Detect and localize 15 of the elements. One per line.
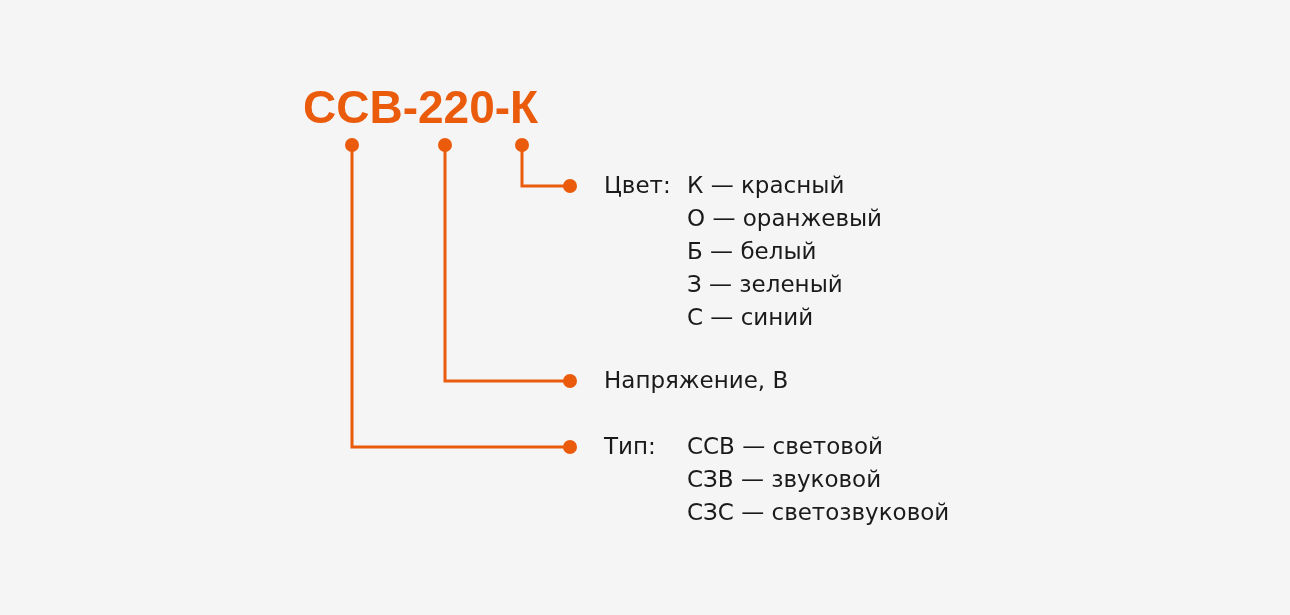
code-option: СЗС — светозвуковой [687,496,950,529]
code-option: Б — белый [687,235,883,268]
leader-line [515,138,577,193]
parameter-label: Тип: [604,432,657,461]
code-option: С — синий [687,301,883,334]
leader-line [345,138,577,454]
code-option: ССВ — световой [687,430,950,463]
code-option: З — зеленый [687,268,883,301]
parameter-label: Напряжение, В [604,366,789,395]
code-option: К — красный [687,169,883,202]
code-option: СЗВ — звуковой [687,463,950,496]
designation-code: ССВ-220-К [303,72,539,145]
leader-line [438,138,577,388]
parameter-label: Цвет: [604,171,672,200]
code-option: О — оранжевый [687,202,883,235]
